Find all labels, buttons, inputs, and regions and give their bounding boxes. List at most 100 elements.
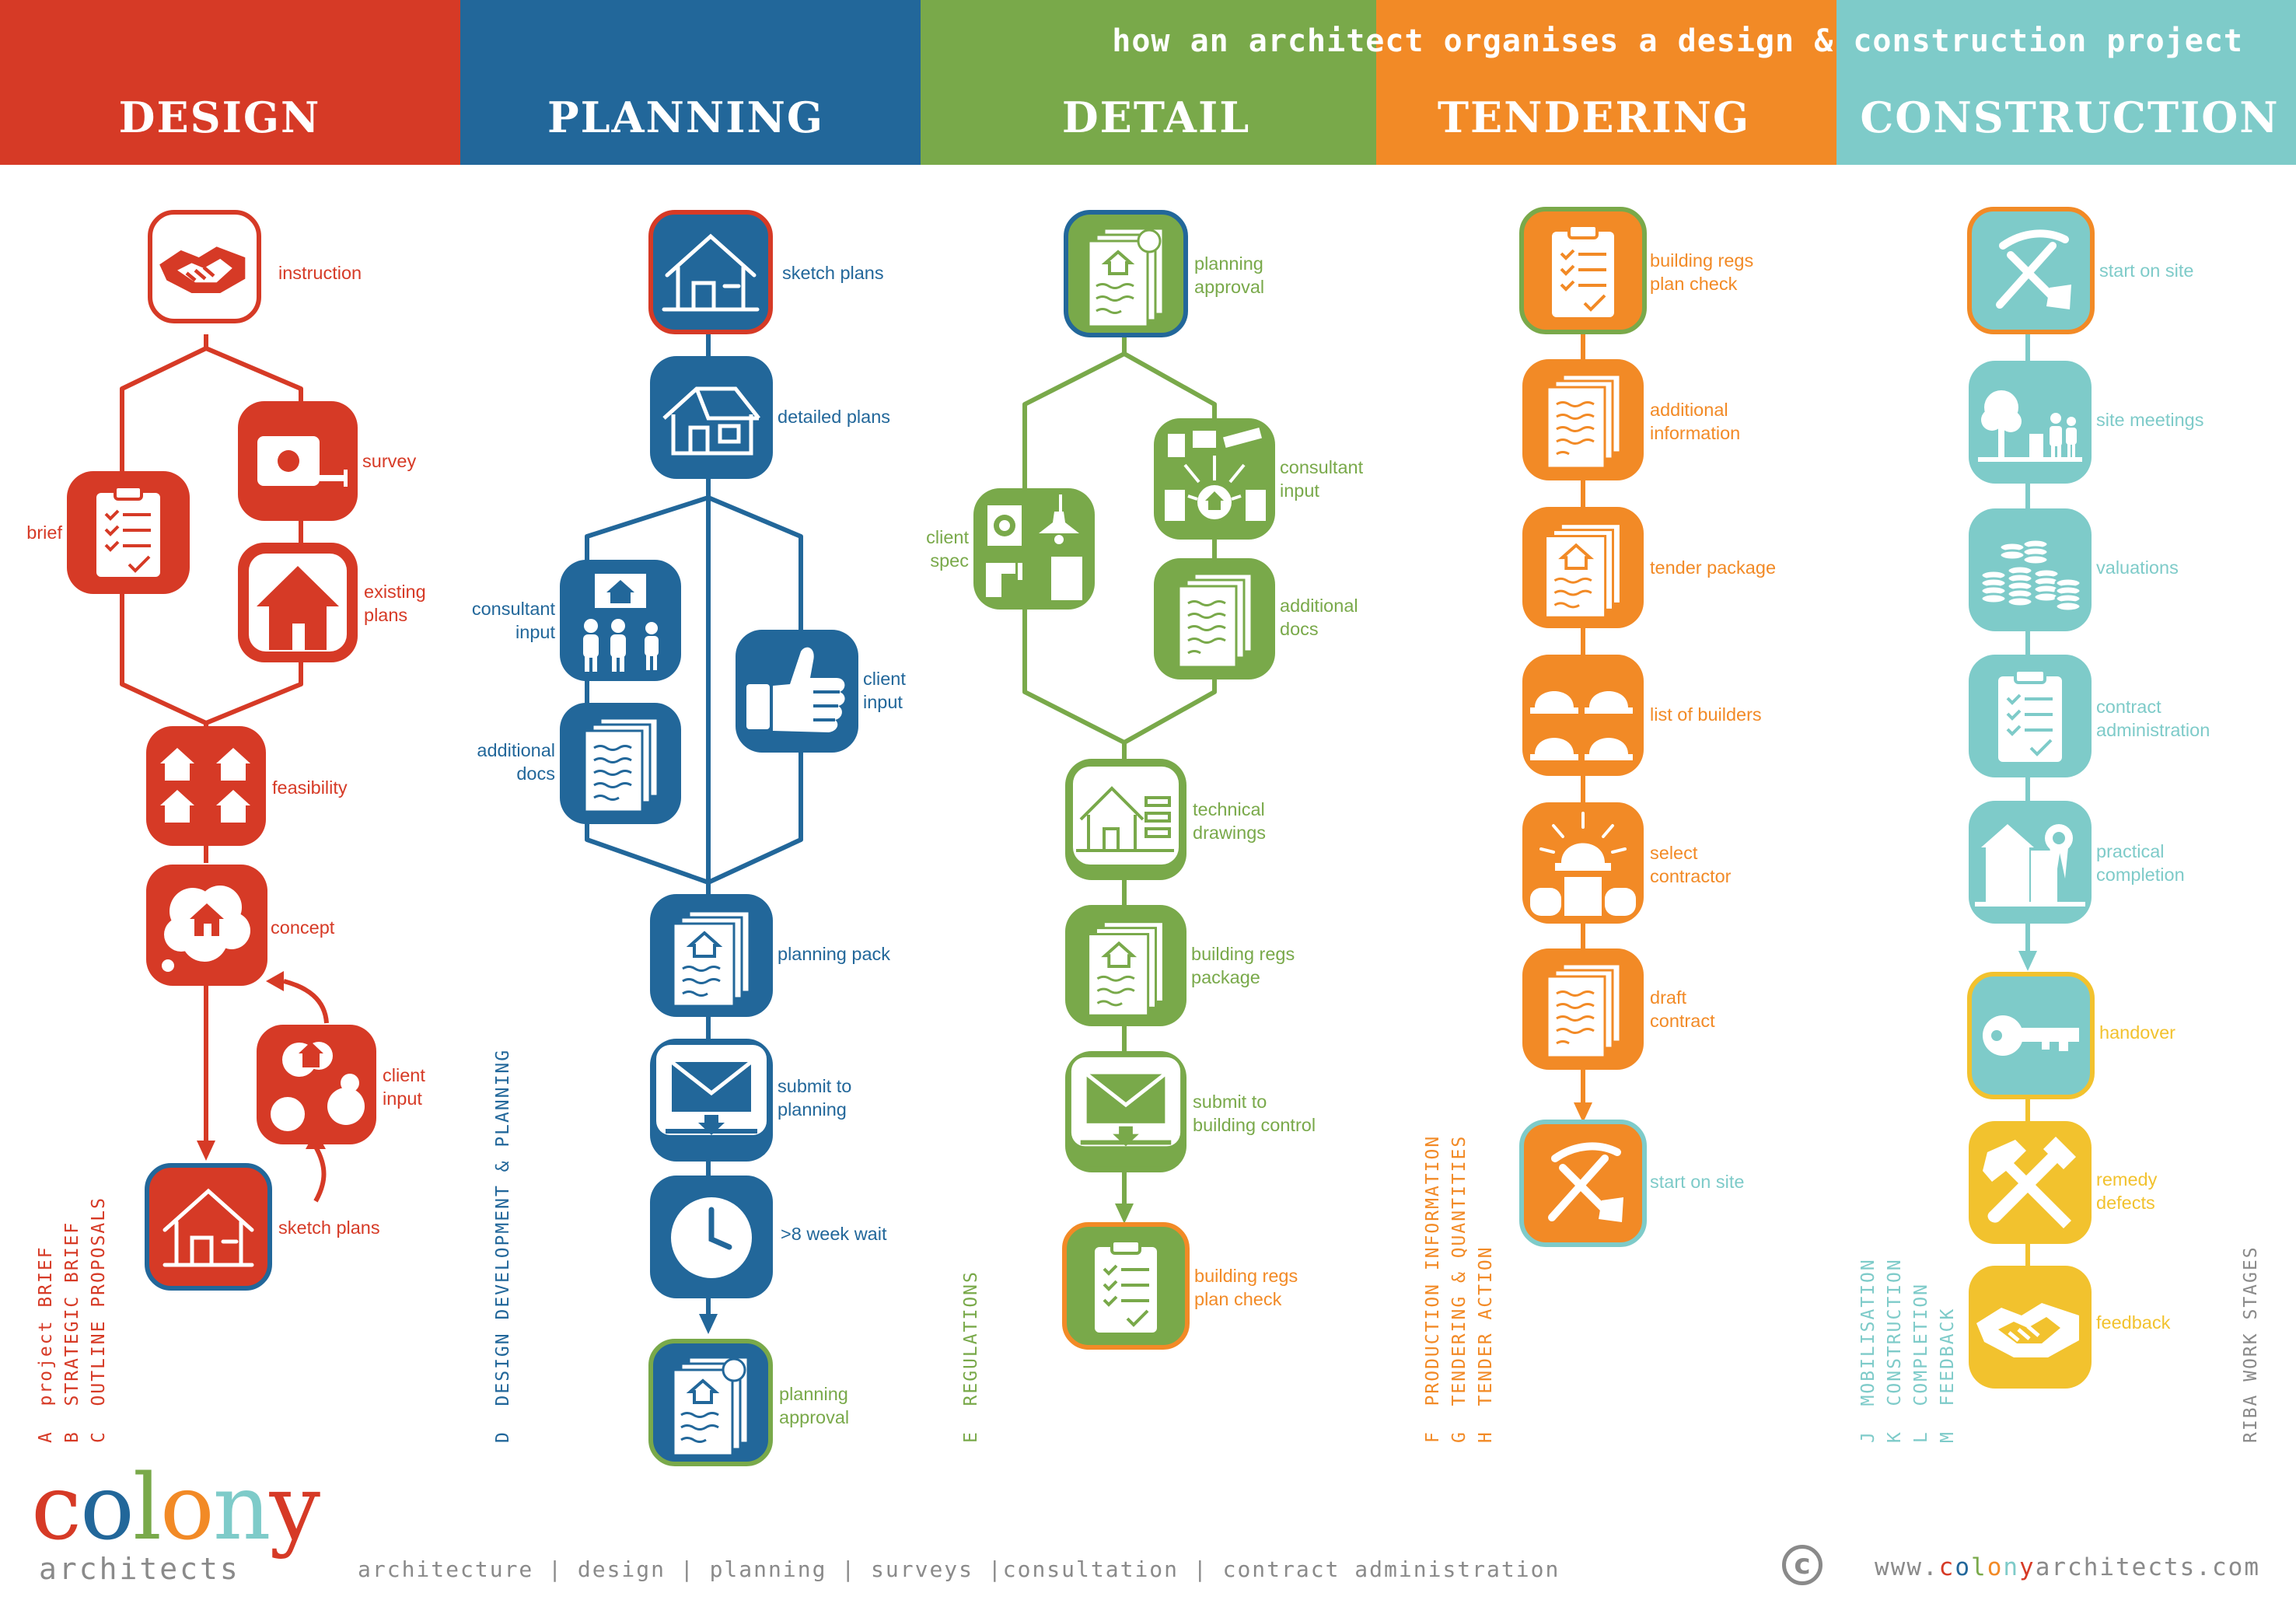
- step-planning-wait: [650, 1176, 773, 1298]
- website-url[interactable]: www.colonyarchitects.com: [1875, 1553, 2260, 1581]
- label-detail-planning-approval: planning approval: [1194, 253, 1265, 297]
- envelope-icon: [1071, 1057, 1181, 1167]
- construction-arrowhead: [2018, 951, 2037, 971]
- step-planning-additional-docs: [560, 703, 681, 824]
- tools-icon: [1983, 1137, 2076, 1228]
- riba-stages-design: A project BRIEF B STRATEGIC BRIEF C OUTL…: [36, 1197, 109, 1443]
- sketch-house-icon: [163, 1188, 254, 1267]
- label-tendering-list-of-builders: list of builders: [1650, 704, 1762, 725]
- step-tendering-building-regs-plan-check: [1519, 207, 1647, 334]
- stage-title-tendering: TENDERING: [1437, 93, 1751, 142]
- step-construction-remedy-defects: [1969, 1121, 2092, 1244]
- discussion-icon: [271, 1042, 365, 1131]
- step-detail-planning-approval: [1064, 210, 1188, 337]
- label-construction-site-meetings: site meetings: [2096, 410, 2204, 430]
- label-design-sketch-plans: sketch plans: [278, 1217, 380, 1238]
- url-part: y: [2019, 1553, 2036, 1581]
- label-design-instruction: instruction: [278, 263, 362, 283]
- step-detail-building-regs-plan-check: [1062, 1222, 1190, 1350]
- step-planning-sketch-plans: [648, 210, 773, 334]
- envelope-icon: [656, 1045, 767, 1155]
- label-tendering-select-contractor: select contractor: [1650, 843, 1732, 886]
- logo-letter: y: [269, 1455, 320, 1560]
- url-part: c: [1938, 1553, 1955, 1581]
- step-detail-technical-drawings: [1065, 759, 1186, 880]
- selected-hard-hat-icon: [1530, 812, 1636, 916]
- house-drawing-icon: [662, 386, 760, 456]
- documents-icon: [583, 717, 659, 813]
- riba-work-stages-title: RIBA WORK STAGES: [2241, 1245, 2261, 1443]
- thought-cloud-icon: [162, 886, 250, 972]
- sketch-house-icon: [662, 233, 760, 312]
- label-construction-handover: handover: [2099, 1022, 2175, 1043]
- step-tendering-additional-information: [1522, 359, 1644, 480]
- clipboard-check-icon: [1998, 669, 2062, 762]
- label-construction-practical-completion: practical completion: [2096, 841, 2185, 885]
- site-meeting-icon: [1978, 390, 2082, 462]
- label-design-existing-plans: existing plans: [364, 582, 426, 625]
- document-pack-icon: [672, 910, 751, 1008]
- url-part: o: [1987, 1553, 2004, 1581]
- stage-title-design: DESIGN: [118, 93, 321, 142]
- label-construction-remedy-defects: remedy defects: [2096, 1169, 2158, 1213]
- step-tendering-draft-contract: [1522, 948, 1644, 1070]
- riba-stages-construction: J MOBILISATION K CONSTRUCTION L COMPLETI…: [1858, 1258, 1958, 1443]
- pick-shovel-icon: [1548, 1142, 1623, 1222]
- pick-shovel-icon: [1996, 229, 2071, 309]
- step-design-existing-plans: [238, 543, 358, 662]
- label-planning-sketch-plans: sketch plans: [782, 263, 884, 283]
- label-design-client-input: client input: [383, 1065, 425, 1109]
- stage-title-detail: DETAIL: [1061, 93, 1251, 142]
- label-detail-client-spec: client spec: [926, 527, 969, 571]
- tendering-arrowhead: [1574, 1102, 1592, 1123]
- label-detail-submit-to-building-control: submit to building control: [1193, 1092, 1316, 1135]
- label-detail-building-regs-plan-check: building regs plan check: [1194, 1266, 1298, 1309]
- step-construction-feedback: [1969, 1266, 2092, 1389]
- step-detail-building-regs-package: [1065, 905, 1186, 1026]
- label-construction-start-on-site: start on site: [2099, 260, 2194, 281]
- header-bar-detail: [921, 0, 1376, 165]
- step-detail-client-spec: [973, 488, 1095, 610]
- detail-connectors: [1022, 334, 1217, 1205]
- url-part: architects.com: [2035, 1553, 2260, 1581]
- step-planning-submit-to-planning: [650, 1039, 773, 1162]
- riba-stages-planning: D DESIGN DEVELOPMENT & PLANNING: [493, 1048, 513, 1443]
- logo-letter: o: [79, 1455, 135, 1560]
- label-planning-submit-to-planning: submit to planning: [778, 1076, 852, 1120]
- label-planning-additional-docs: additional docs: [477, 740, 555, 784]
- step-design-survey: [238, 401, 358, 521]
- step-tendering-start-on-site: [1519, 1120, 1647, 1247]
- step-construction-practical-completion: [1969, 801, 2092, 924]
- documents-icon: [1546, 962, 1622, 1059]
- handshake-icon: [159, 246, 246, 293]
- appliances-icon: [986, 494, 1082, 600]
- approval-document-icon: [1087, 227, 1165, 328]
- label-detail-building-regs-package: building regs package: [1191, 944, 1295, 987]
- document-pack-icon: [1087, 921, 1165, 1017]
- key-icon: [1983, 1015, 2079, 1056]
- step-construction-contract-administration: [1969, 655, 2092, 777]
- clock-icon: [671, 1197, 752, 1278]
- label-planning-client-input: client input: [863, 669, 906, 712]
- houses-icon: [160, 748, 250, 823]
- step-tendering-list-of-builders: [1522, 655, 1644, 776]
- label-planning-consultant-input: consultant input: [471, 599, 555, 642]
- label-construction-feedback: feedback: [2096, 1312, 2171, 1333]
- tape-measure-icon: [257, 436, 348, 487]
- detail-arrowhead: [1115, 1204, 1134, 1224]
- logo-letter: o: [159, 1455, 215, 1560]
- label-tendering-building-regs-plan-check: building regs plan check: [1650, 250, 1754, 294]
- label-planning-wait: >8 week wait: [781, 1224, 887, 1244]
- header-bar-construction: [1836, 0, 2296, 165]
- label-design-brief: brief: [26, 522, 62, 543]
- header-bar-planning: [460, 0, 921, 165]
- step-planning-consultant-input: [560, 560, 681, 681]
- logo-letter: c: [31, 1455, 82, 1560]
- label-construction-contract-administration: contract administration: [2096, 697, 2210, 740]
- services-list: architecture | design | planning | surve…: [358, 1556, 1560, 1582]
- step-detail-submit-to-building-control: [1065, 1051, 1186, 1172]
- step-design-instruction: [148, 210, 261, 323]
- step-planning-planning-pack: [650, 894, 773, 1017]
- clipboard-icon: [96, 485, 160, 577]
- coins-icon: [1980, 538, 2082, 613]
